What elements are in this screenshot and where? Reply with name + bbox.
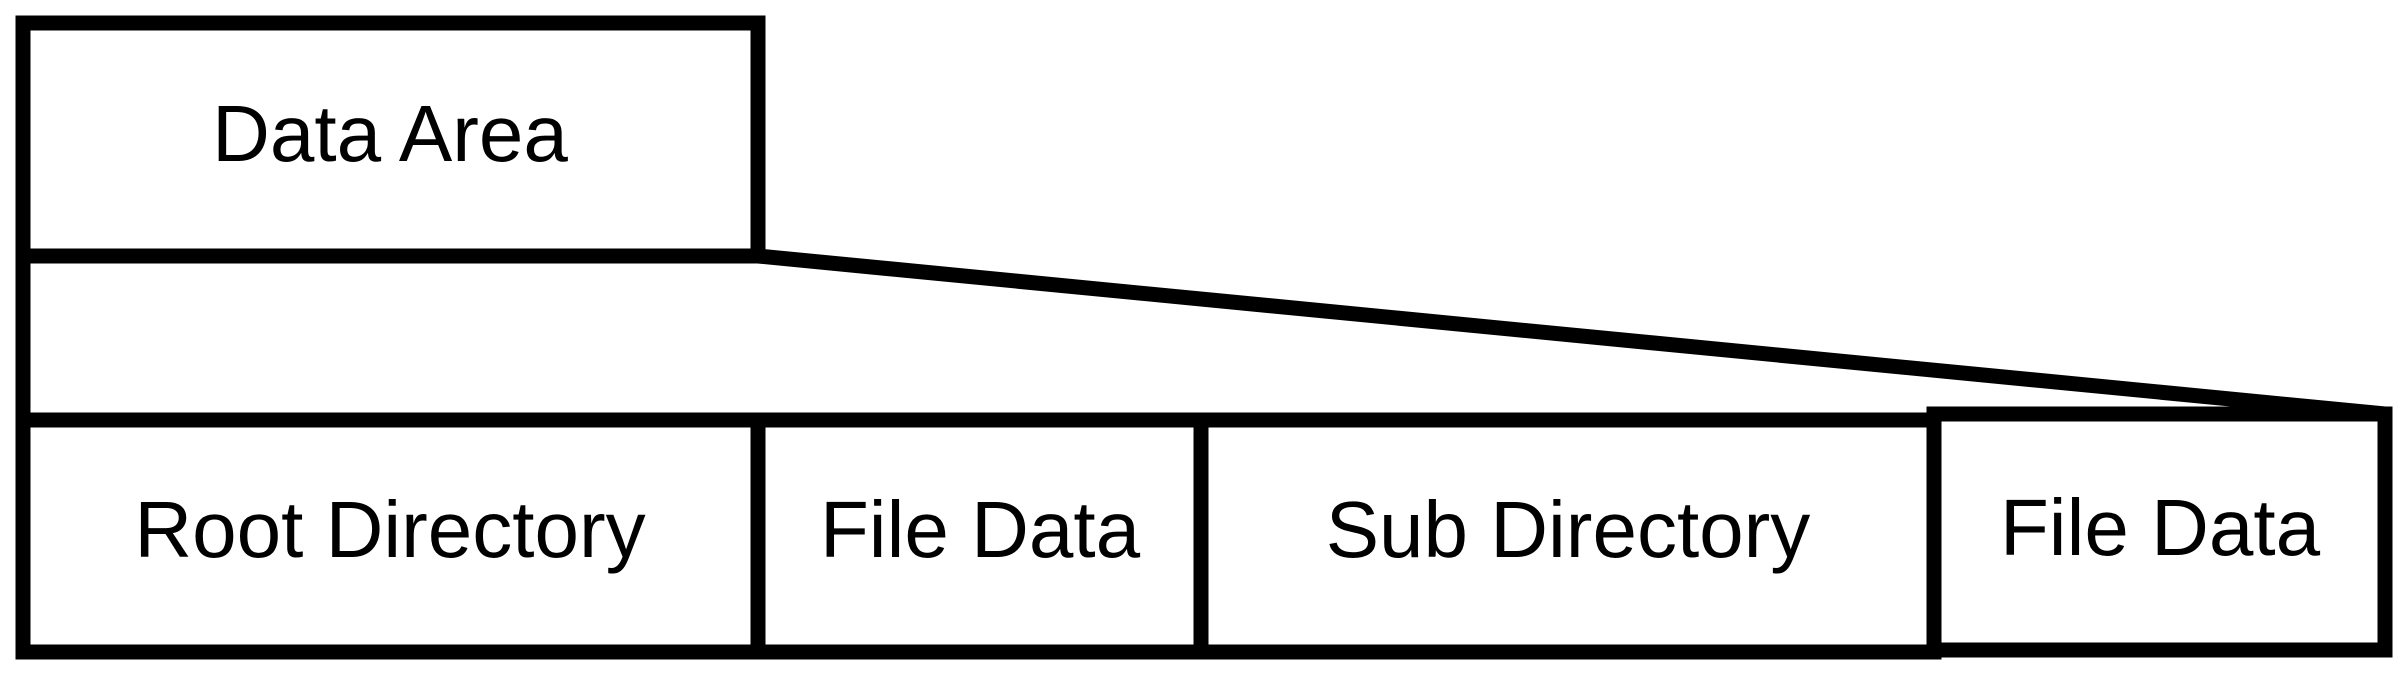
data-area-label: Data Area <box>212 89 568 178</box>
segment-sub-directory: Sub Directory <box>1193 412 1942 660</box>
segment-box <box>750 412 1209 660</box>
segment-label: Root Directory <box>134 485 645 574</box>
segment-box <box>15 412 766 660</box>
segment-file-data-1: File Data <box>750 412 1209 660</box>
segment-row: Root Directory File Data Sub Directory F… <box>15 406 2393 660</box>
data-area-block: Data Area <box>15 15 766 264</box>
data-area-box <box>15 15 766 264</box>
expansion-lines <box>15 248 2386 422</box>
segment-label: File Data <box>820 485 1141 574</box>
segment-box <box>1926 406 2393 658</box>
segment-file-data-2: File Data <box>1926 406 2393 658</box>
segment-root-directory: Root Directory <box>15 412 766 660</box>
segment-label: Sub Directory <box>1326 485 1811 574</box>
expansion-line-right <box>757 248 2386 422</box>
segment-label: File Data <box>2000 483 2321 572</box>
